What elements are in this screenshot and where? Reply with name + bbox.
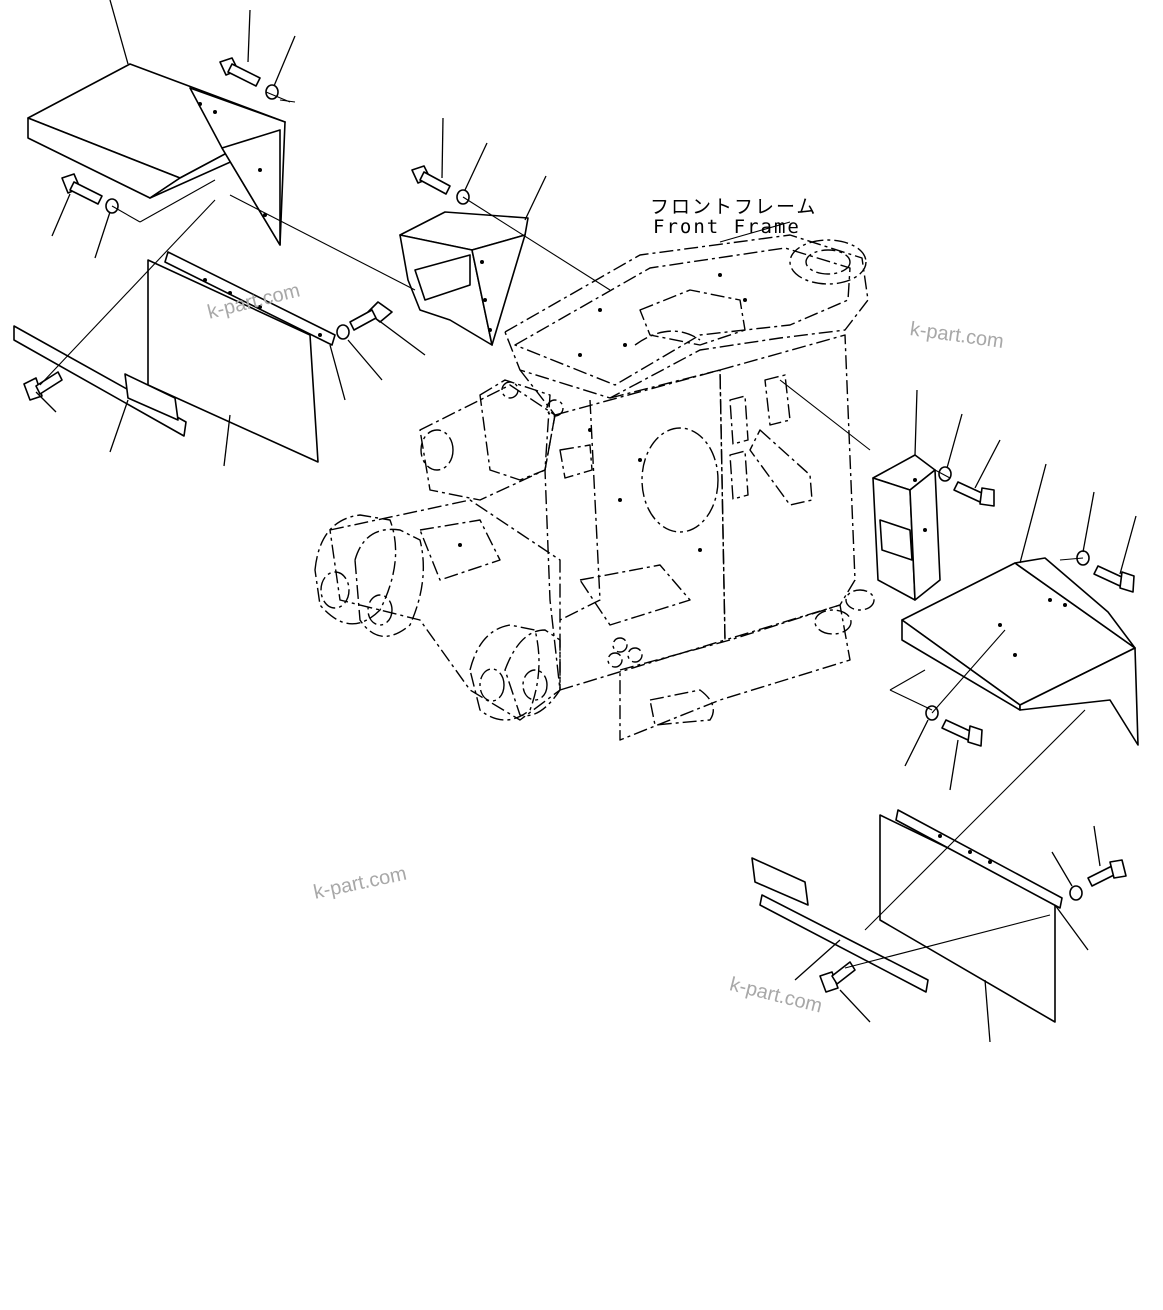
front-frame-label-jp: フロントフレーム (650, 196, 818, 218)
leader-lines (35, 0, 1137, 1043)
front-frame (314, 234, 875, 741)
mud-flap-left (147, 251, 336, 463)
flap-strip-left (13, 325, 187, 437)
washer-5 (938, 466, 952, 482)
bolt-3 (23, 371, 63, 401)
bolt-4 (349, 301, 393, 331)
bolt-2 (61, 173, 103, 205)
bracket-center (399, 211, 529, 346)
fender-right (901, 557, 1139, 746)
bolt-1 (219, 57, 261, 87)
washer-3 (336, 324, 350, 340)
flap-strip-right (751, 857, 929, 993)
washer-8 (1069, 885, 1083, 901)
bolt-10 (819, 961, 856, 993)
washer-1 (265, 84, 279, 100)
bracket-right (872, 454, 941, 601)
front-frame-label-en: Front Frame (653, 216, 801, 238)
bolt-7 (1093, 565, 1135, 593)
bolt-9 (1087, 859, 1127, 887)
bolt-8 (941, 719, 983, 747)
bolt-6 (953, 481, 995, 507)
fender-left (27, 63, 286, 246)
bolt-5 (411, 165, 451, 195)
assembly-lines (39, 91, 1086, 969)
mud-flap-right (879, 809, 1063, 1023)
